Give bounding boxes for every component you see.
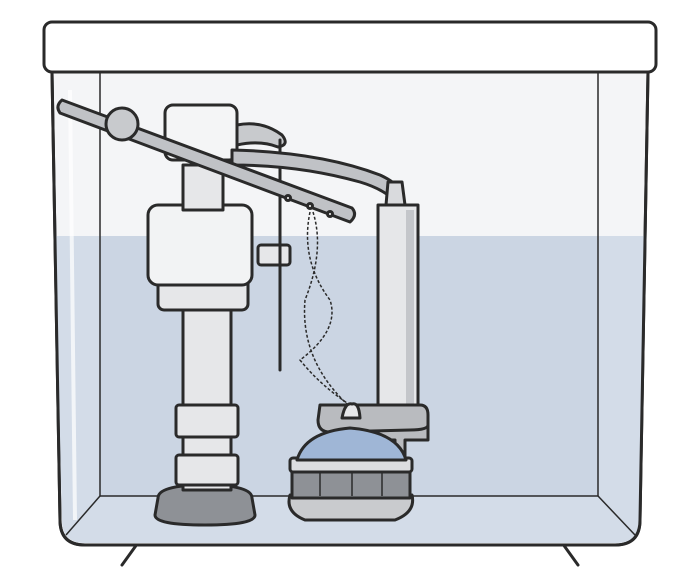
tank-lid [42,20,658,74]
flush-handle-pivot [104,106,140,142]
flush-chain [298,211,351,406]
flush-lever [56,98,357,224]
flapper [287,402,430,522]
fill-valve [146,103,292,527]
